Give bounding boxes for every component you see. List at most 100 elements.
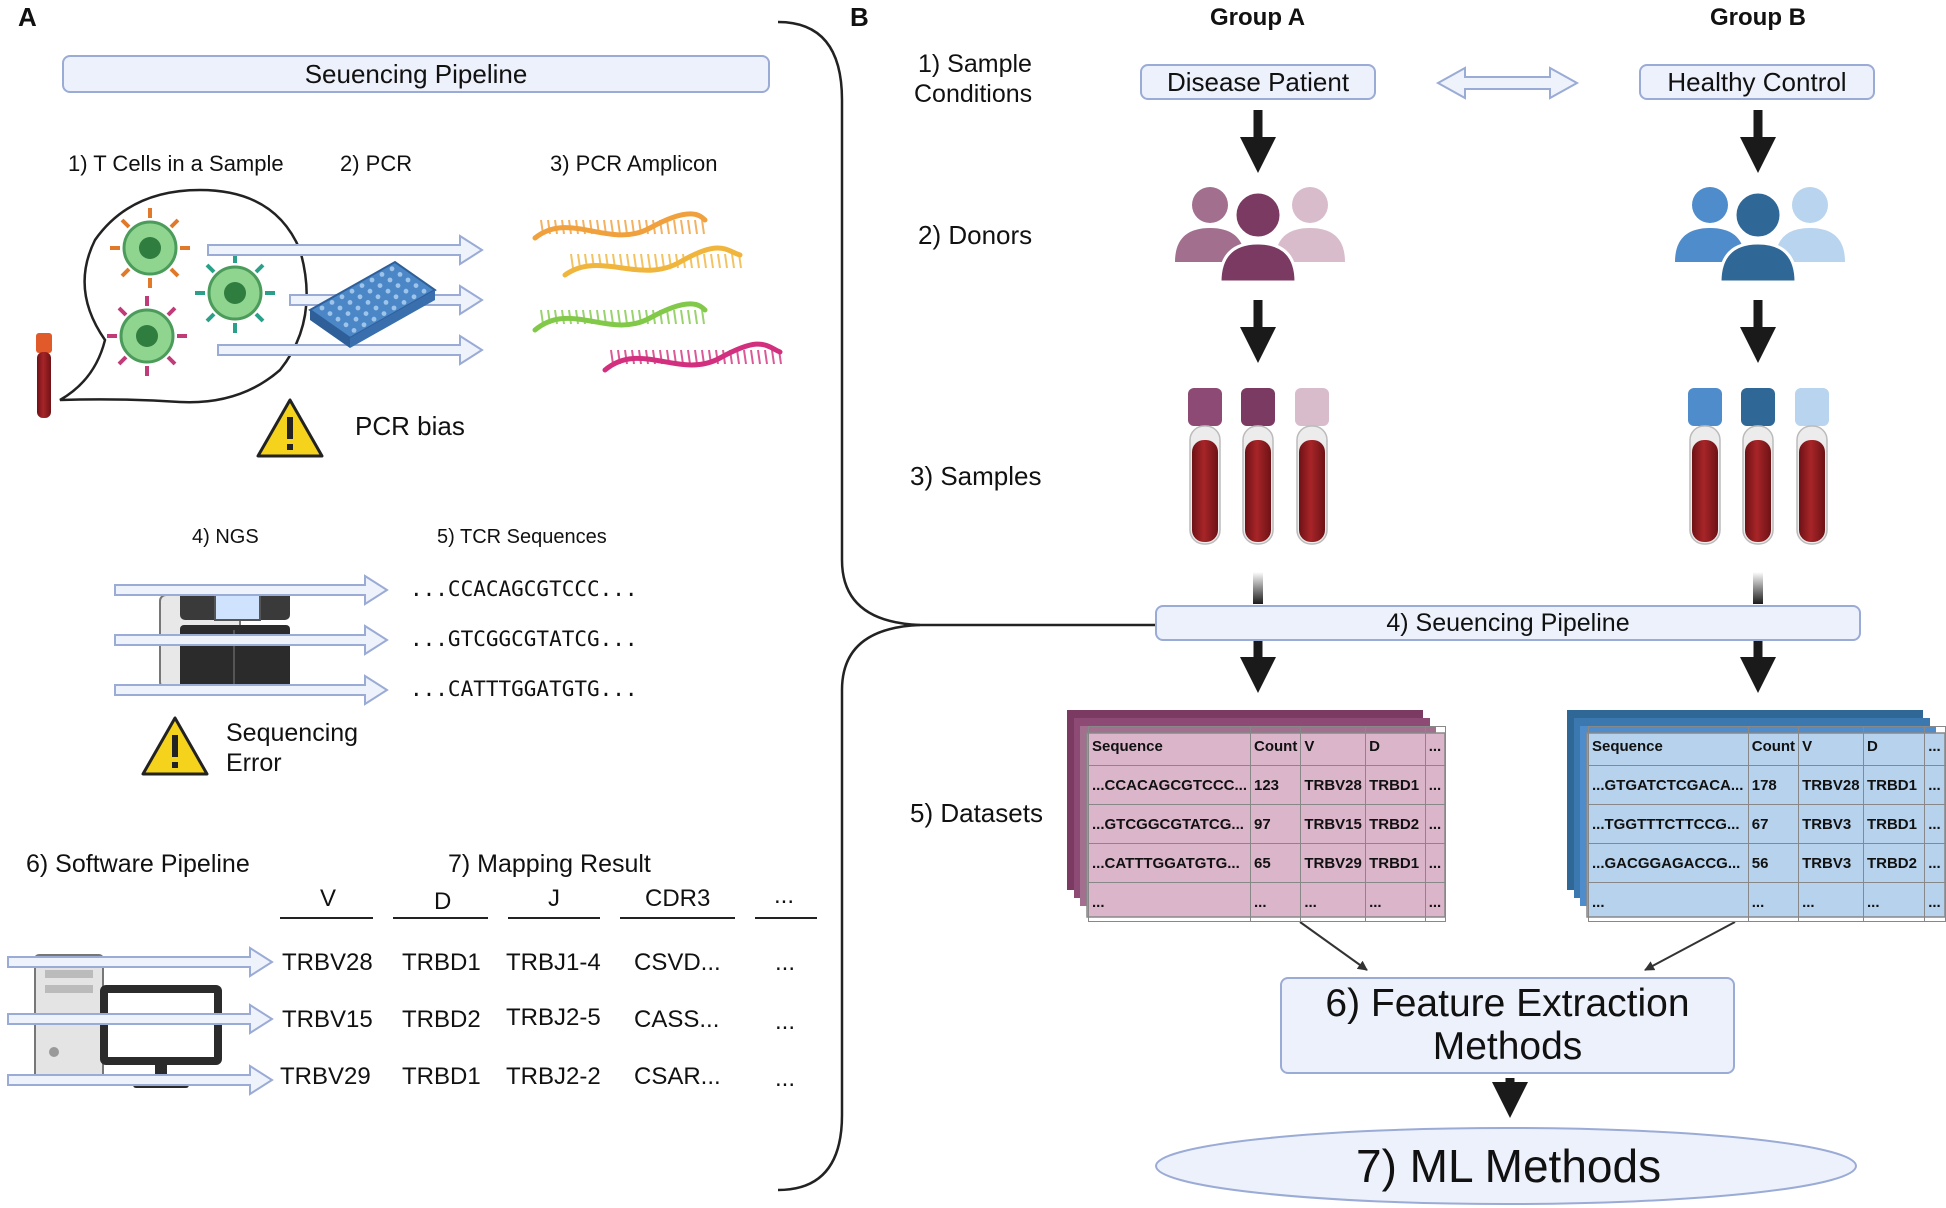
step-amplicon: 3) PCR Amplicon <box>550 151 718 176</box>
healthy-control-box: Healthy Control <box>1639 64 1875 100</box>
table-cell: 65 <box>1249 843 1302 883</box>
table-cell: ... <box>1300 882 1367 922</box>
step-conditions-2: Conditions <box>914 80 1033 108</box>
dataset-table-a: Sequence Count V D ... ...CCACAGCGTCCC..… <box>1088 726 1447 922</box>
table-cell: TRBD2 <box>1365 804 1426 844</box>
table-cell: TRBV3 <box>1798 804 1864 844</box>
sequencing-error-label: Sequencing <box>226 719 359 747</box>
fade-connectors <box>1253 572 1763 604</box>
warning-icon <box>141 716 209 776</box>
step-conditions: 1) Sample <box>918 50 1032 78</box>
table-row: ...CATTTGGATGTG... 65 TRBV29 TRBD1 ... <box>1088 843 1447 883</box>
t-cell-icon <box>110 208 190 288</box>
table-row: ... ... ... ... ... <box>1588 882 1946 922</box>
table-cell: ... <box>1924 765 1946 805</box>
disease-patient-box: Disease Patient <box>1140 64 1376 100</box>
table-cell: ... <box>1747 882 1800 922</box>
mapping-cell: TRBJ2-5 <box>506 1004 601 1031</box>
cell-bubble <box>59 188 308 404</box>
table-header: Sequence <box>1088 726 1251 766</box>
table-cell: TRBV3 <box>1798 843 1864 883</box>
flow-arrows-software <box>7 946 274 1096</box>
flow-arrows-ngs <box>114 574 389 706</box>
mapping-cell: TRBD2 <box>402 1006 481 1033</box>
table-cell: 123 <box>1249 765 1302 805</box>
table-header: ... <box>1924 726 1946 766</box>
table-cell: ... <box>1424 843 1447 883</box>
table-cell: TRBV28 <box>1300 765 1367 805</box>
step-samples: 3) Samples <box>910 461 1042 491</box>
table-header: D <box>1365 726 1426 766</box>
table-header-row: Sequence Count V D ... <box>1088 726 1447 766</box>
feature-extraction-box: 6) Feature Extraction Methods <box>1280 977 1735 1074</box>
table-cell: ... <box>1424 804 1447 844</box>
table-header: V <box>1798 726 1864 766</box>
table-cell: ... <box>1365 882 1426 922</box>
table-cell: TRBD1 <box>1365 765 1426 805</box>
step-mapping: 7) Mapping Result <box>448 850 651 878</box>
mapping-cell: TRBJ1-4 <box>506 949 601 976</box>
sequencing-pipeline-box: Seuencing Pipeline <box>62 55 770 93</box>
table-header: Count <box>1249 726 1302 766</box>
table-header: V <box>1300 726 1367 766</box>
mapping-header: D <box>434 888 452 915</box>
table-row: ... ... ... ... ... <box>1088 882 1447 922</box>
step-donors: 2) Donors <box>918 220 1033 250</box>
step-software: 6) Software Pipeline <box>26 850 250 878</box>
mapping-cell: TRBV28 <box>282 949 373 976</box>
mapping-cell: CSVD... <box>634 949 721 976</box>
table-cell: TRBV15 <box>1300 804 1367 844</box>
panel-b-label: B <box>850 2 869 32</box>
ml-methods-label: 7) ML Methods <box>1356 1140 1662 1192</box>
tcr-sequence: ...GTCGGCGTATCG... <box>410 627 638 651</box>
group-b-label: Group B <box>1710 4 1806 31</box>
table-cell: TRBD1 <box>1862 765 1926 805</box>
table-row: ...GTGATCTCGACA... 178 TRBV28 TRBD1 ... <box>1588 765 1946 805</box>
sequencing-pipeline-b-label: 4) Seuencing Pipeline <box>1386 608 1630 637</box>
table-header: Sequence <box>1588 726 1749 766</box>
amplicon-icon <box>532 211 783 373</box>
table-cell: 178 <box>1747 765 1800 805</box>
mapping-cell: ... <box>775 1008 796 1035</box>
step-tcr-sequences: 5) TCR Sequences <box>437 526 607 548</box>
mapping-cell: TRBJ2-2 <box>506 1063 601 1090</box>
mapping-cell: CASS... <box>634 1006 720 1033</box>
feature-extraction-label: 6) Feature Extraction <box>1325 982 1690 1026</box>
pcr-plate-icon <box>308 260 437 348</box>
table-cell: ... <box>1798 882 1864 922</box>
dataset-table-b: Sequence Count V D ... ...GTGATCTCGACA..… <box>1588 726 1946 922</box>
table-cell: 67 <box>1747 804 1800 844</box>
table-cell: ...GTCGGCGTATCG... <box>1088 804 1251 844</box>
table-cell: ... <box>1862 882 1926 922</box>
mapping-cell: TRBV29 <box>280 1063 371 1090</box>
donors-group-b-icon <box>1675 187 1845 284</box>
table-cell: ... <box>1924 882 1946 922</box>
blood-tube-icon <box>1188 388 1829 545</box>
table-cell: ... <box>1424 882 1447 922</box>
table-row: ...GTCGGCGTATCG... 97 TRBV15 TRBD2 ... <box>1088 804 1447 844</box>
table-row: ...GACGGAGACCG... 56 TRBV3 TRBD2 ... <box>1588 843 1946 883</box>
blood-tube-icon <box>36 333 52 418</box>
sequencing-error-label-2: Error <box>226 749 282 777</box>
table-cell: TRBD2 <box>1862 843 1926 883</box>
panel-brace <box>777 20 1155 1192</box>
table-cell: TRBD1 <box>1862 804 1926 844</box>
t-cell-icon <box>195 253 275 333</box>
tcr-sequence: ...CATTTGGATGTG... <box>410 677 638 701</box>
table-header: ... <box>1424 726 1447 766</box>
mapping-cell: TRBD1 <box>402 949 481 976</box>
table-cell: ... <box>1924 843 1946 883</box>
table-cell: 56 <box>1747 843 1800 883</box>
table-row: ...TGGTTTCTTCCG... 67 TRBV3 TRBD1 ... <box>1588 804 1946 844</box>
step-t-cells: 1) T Cells in a Sample <box>68 151 284 176</box>
mapping-header: ... <box>774 882 795 909</box>
table-cell: ...CCACAGCGTCCC... <box>1088 765 1251 805</box>
sequencing-pipeline-b-box: 4) Seuencing Pipeline <box>1155 605 1861 641</box>
mapping-cell: TRBV15 <box>282 1006 373 1033</box>
table-cell: ... <box>1249 882 1302 922</box>
mapping-header: J <box>548 885 560 912</box>
table-cell: ... <box>1424 765 1447 805</box>
mapping-cell: ... <box>775 949 796 976</box>
ml-methods-ellipse <box>1155 1127 1857 1205</box>
donors-group-a-icon <box>1175 187 1345 284</box>
